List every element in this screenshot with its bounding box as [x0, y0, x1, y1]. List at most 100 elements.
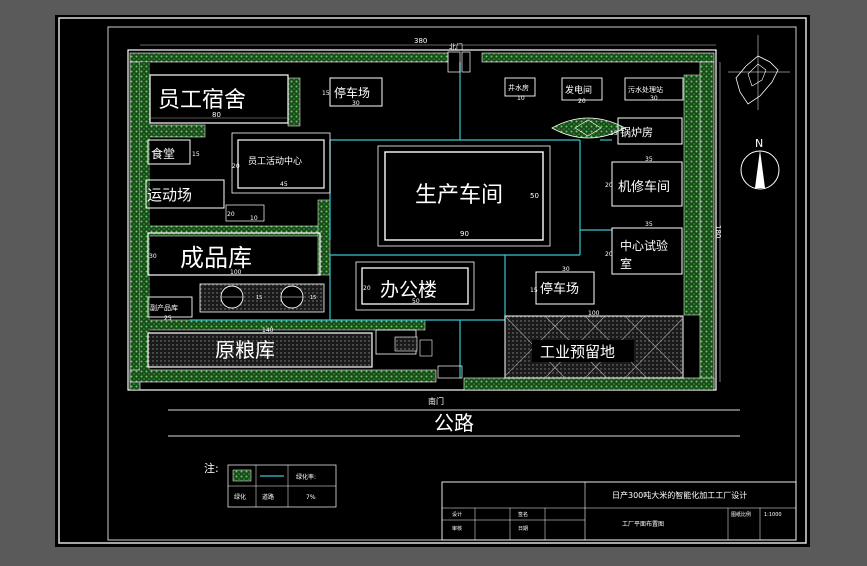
- roads: [190, 62, 612, 378]
- building-well: 井水房 10: [504, 77, 536, 102]
- project-title: 日产300吨大米的智能化加工工厂设计: [612, 490, 747, 500]
- legend-road-label: 道路: [262, 493, 274, 501]
- repair-label: 机修车间: [618, 179, 670, 195]
- dim-sewage: 30: [650, 95, 658, 102]
- dim-silo-a: 15: [256, 295, 262, 301]
- north-letter: N: [755, 137, 763, 150]
- south-gate: 南门: [428, 365, 463, 406]
- sports-label: 运动场: [147, 186, 192, 204]
- reserved-label: 工业预留地: [540, 343, 615, 361]
- building-parking-south: 停车场 30 15: [530, 266, 595, 305]
- design-label: 设计: [452, 511, 462, 518]
- dim-power: 20: [578, 98, 586, 105]
- green-belt: [144, 225, 326, 237]
- legend-green-label: 绿化: [234, 493, 246, 501]
- green-belt: [463, 377, 715, 391]
- public-road: 公路: [168, 409, 740, 437]
- dim-park1-h: 15: [322, 90, 330, 97]
- sewage-label: 污水处理站: [628, 85, 663, 94]
- green-belt: [129, 369, 437, 383]
- green-belt: [287, 77, 301, 127]
- parking-north-label: 停车场: [334, 85, 370, 100]
- title-block: 日产300吨大米的智能化加工工厂设计 工厂平面布置图 图纸比例 1:1000 设…: [441, 481, 797, 541]
- well-label: 井水房: [508, 83, 529, 92]
- north-gate-label: 北门: [449, 42, 463, 51]
- dim-finished-h: 30: [149, 253, 157, 260]
- north-arrow: N: [740, 137, 780, 190]
- green-belt: [144, 319, 426, 331]
- building-production: 生产车间 90 50: [377, 145, 551, 247]
- lab-label-2: 室: [620, 256, 632, 271]
- dim-raw: 140: [262, 327, 274, 334]
- sports-field: 运动场 10 20: [145, 179, 265, 222]
- dim-repair-w: 35: [645, 156, 653, 163]
- weighbridge: [375, 329, 433, 357]
- green-belt: [140, 62, 150, 372]
- dim-boiler: 15: [610, 130, 618, 137]
- building-lab: 中心试验 室 35 20: [605, 221, 683, 275]
- byproduct-label: 副产品库: [150, 303, 178, 312]
- dim-finished-w: 100: [230, 269, 242, 276]
- scale-value: 1:1000: [764, 512, 782, 518]
- finished-label: 成品库: [180, 244, 252, 272]
- dim-lab-w: 35: [645, 221, 653, 228]
- green-belts: [129, 52, 715, 391]
- north-gate: 北门: [447, 42, 471, 73]
- building-boiler: 锅炉房 15: [610, 117, 683, 145]
- dim-office-h: 20: [363, 285, 371, 292]
- drawing-name: 工厂平面布置图: [622, 520, 664, 528]
- green-belt: [144, 124, 206, 138]
- green-belt: [129, 61, 141, 391]
- dim-well: 10: [517, 95, 525, 102]
- building-byproduct: 副产品库 25: [147, 296, 193, 322]
- road-label: 公路: [434, 411, 474, 435]
- building-repair: 机修车间 35 20: [605, 156, 683, 207]
- building-finished-warehouse: 成品库 100 30: [147, 232, 321, 276]
- green-belt: [129, 52, 449, 63]
- silos: 15 15: [199, 283, 325, 313]
- dim-office-w: 50: [412, 298, 420, 305]
- dim-canteen: 15: [192, 151, 200, 158]
- dim-activity-w: 45: [280, 181, 288, 188]
- building-parking-north: 停车场 30 15: [322, 77, 383, 107]
- dim-park2-w: 30: [562, 266, 570, 273]
- scale-label: 图纸比例: [731, 511, 751, 518]
- green-belt: [683, 74, 701, 316]
- south-gate-label: 南门: [428, 396, 444, 406]
- overall-dimension: 380 180: [140, 37, 722, 382]
- power-label: 发电间: [565, 84, 592, 96]
- lab-label-1: 中心试验: [620, 238, 668, 253]
- dim-lab-h: 20: [605, 251, 613, 258]
- building-sewage: 污水处理站 30: [624, 77, 684, 102]
- activity-label: 员工活动中心: [248, 155, 302, 167]
- legend-green-swatch: [232, 469, 252, 482]
- legend: 注: 绿化率: 绿化 道路 7%: [204, 461, 337, 508]
- central-lawn: [551, 117, 626, 139]
- dim-sports-a: 10: [250, 215, 258, 222]
- production-label: 生产车间: [415, 183, 503, 208]
- legend-title: 注:: [204, 461, 219, 475]
- building-canteen: 食堂 15: [147, 139, 200, 165]
- check-label: 审核: [452, 525, 462, 532]
- dim-reserved: 100: [588, 310, 600, 317]
- wind-rose: [728, 35, 790, 110]
- dim-dorm: 80: [212, 111, 221, 119]
- dim-sports-b: 20: [227, 211, 235, 218]
- dim-side: 180: [714, 225, 722, 238]
- green-belt: [699, 61, 715, 389]
- date-label: 日期: [518, 526, 528, 532]
- boiler-label: 锅炉房: [620, 126, 653, 139]
- canteen-label: 食堂: [151, 146, 175, 161]
- dim-total: 380: [414, 37, 427, 45]
- legend-ratio-label: 绿化率:: [296, 473, 316, 481]
- green-belt: [481, 52, 715, 63]
- outer-frame: [58, 17, 807, 544]
- dim-activity-h: 20: [232, 163, 240, 170]
- dim-repair-h: 20: [605, 182, 613, 189]
- dim-park2-h: 15: [530, 287, 538, 294]
- building-dormitory: 员工宿舍 80: [149, 74, 289, 124]
- building-activity-center: 员工活动中心 45 20: [231, 132, 331, 194]
- sign-label: 签名: [518, 511, 528, 518]
